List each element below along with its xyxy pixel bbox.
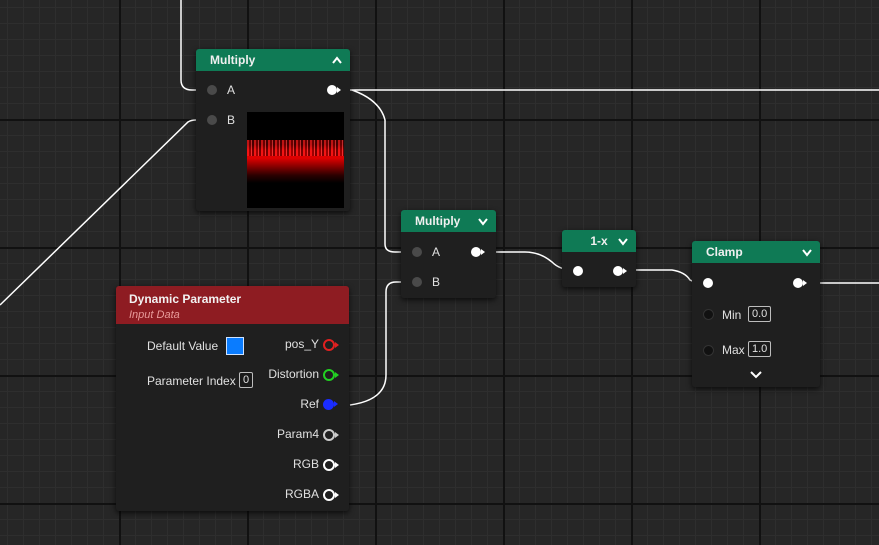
- multiply-mid-input-a-label: A: [432, 245, 441, 259]
- multiply-top-input-b-pin[interactable]: [207, 115, 217, 125]
- one-minus-x-input-pin[interactable]: [573, 266, 583, 276]
- clamp-min-label: Min: [722, 308, 742, 322]
- multiply-mid-input-b-label: B: [432, 275, 441, 289]
- clamp-node[interactable]: Clamp Min 0.0 Max 1.0: [692, 241, 820, 387]
- one-minus-x-header[interactable]: 1-x: [562, 230, 636, 252]
- multiply-node-mid-header[interactable]: Multiply: [401, 210, 496, 232]
- clamp-output-pin[interactable]: [793, 278, 807, 288]
- output-rgb-pin[interactable]: [323, 459, 339, 471]
- default-value-label: Default Value: [147, 339, 219, 353]
- chevron-up-icon[interactable]: [332, 49, 342, 79]
- clamp-max-label: Max: [722, 343, 745, 357]
- output-distortion-label: Distortion: [268, 367, 319, 381]
- output-param4-label: Param4: [276, 427, 319, 441]
- chevron-down-icon[interactable]: [618, 230, 628, 260]
- multiply-top-input-b-label: B: [227, 113, 236, 127]
- clamp-min-input[interactable]: 0.0: [748, 306, 772, 322]
- one-minus-x-output-pin[interactable]: [613, 266, 627, 276]
- multiply-mid-input-b-pin[interactable]: [412, 277, 422, 287]
- multiply-node-mid-title: Multiply: [415, 214, 461, 228]
- clamp-input-pin[interactable]: [703, 278, 713, 288]
- chevron-down-icon[interactable]: [478, 210, 488, 240]
- wire-mid-to-one-minus-x: [488, 251, 574, 271]
- dynamic-parameter-header[interactable]: Dynamic Parameter Input Data: [116, 286, 349, 324]
- texture-preview-image: [247, 112, 344, 208]
- default-value-color-swatch[interactable]: [226, 337, 244, 355]
- clamp-min-pin[interactable]: [703, 309, 714, 320]
- chevron-down-icon[interactable]: [750, 370, 762, 383]
- dynamic-parameter-node[interactable]: Dynamic Parameter Input Data Default Val…: [116, 286, 349, 511]
- one-minus-x-node[interactable]: 1-x: [562, 230, 636, 287]
- multiply-top-input-a-label: A: [227, 83, 236, 97]
- parameter-index-label: Parameter Index: [147, 374, 236, 388]
- wire-input-b-top: [0, 119, 208, 306]
- multiply-mid-input-a-pin[interactable]: [412, 247, 422, 257]
- dynamic-parameter-subtitle: Input Data: [129, 309, 180, 321]
- multiply-top-input-a-pin[interactable]: [207, 85, 217, 95]
- output-distortion-pin[interactable]: [323, 369, 339, 381]
- multiply-top-output-pin[interactable]: [327, 85, 341, 95]
- output-ref-pin[interactable]: [323, 399, 338, 410]
- output-pos-y-label: pos_Y: [284, 337, 319, 351]
- multiply-node-top-title: Multiply: [210, 53, 256, 67]
- output-ref-label: Ref: [300, 397, 319, 411]
- one-minus-x-title: 1-x: [590, 234, 608, 248]
- output-rgba-pin[interactable]: [323, 489, 339, 501]
- clamp-title: Clamp: [706, 245, 743, 259]
- output-rgb-label: RGB: [292, 457, 319, 471]
- wire-ref-to-mid-b: [349, 281, 413, 406]
- clamp-max-input[interactable]: 1.0: [748, 341, 772, 357]
- multiply-mid-output-pin[interactable]: [471, 247, 485, 257]
- clamp-max-pin[interactable]: [703, 345, 714, 356]
- dynamic-parameter-title: Dynamic Parameter: [129, 292, 242, 306]
- multiply-node-mid[interactable]: Multiply A B: [401, 210, 496, 298]
- clamp-header[interactable]: Clamp: [692, 241, 820, 263]
- output-param4-pin[interactable]: [323, 429, 339, 441]
- parameter-index-input[interactable]: 0: [239, 372, 254, 388]
- chevron-down-icon[interactable]: [802, 241, 812, 271]
- output-pos-y-pin[interactable]: [323, 339, 339, 351]
- multiply-node-top-header[interactable]: Multiply: [196, 49, 350, 71]
- output-rgba-label: RGBA: [284, 487, 319, 501]
- multiply-node-top[interactable]: Multiply A B: [196, 49, 350, 211]
